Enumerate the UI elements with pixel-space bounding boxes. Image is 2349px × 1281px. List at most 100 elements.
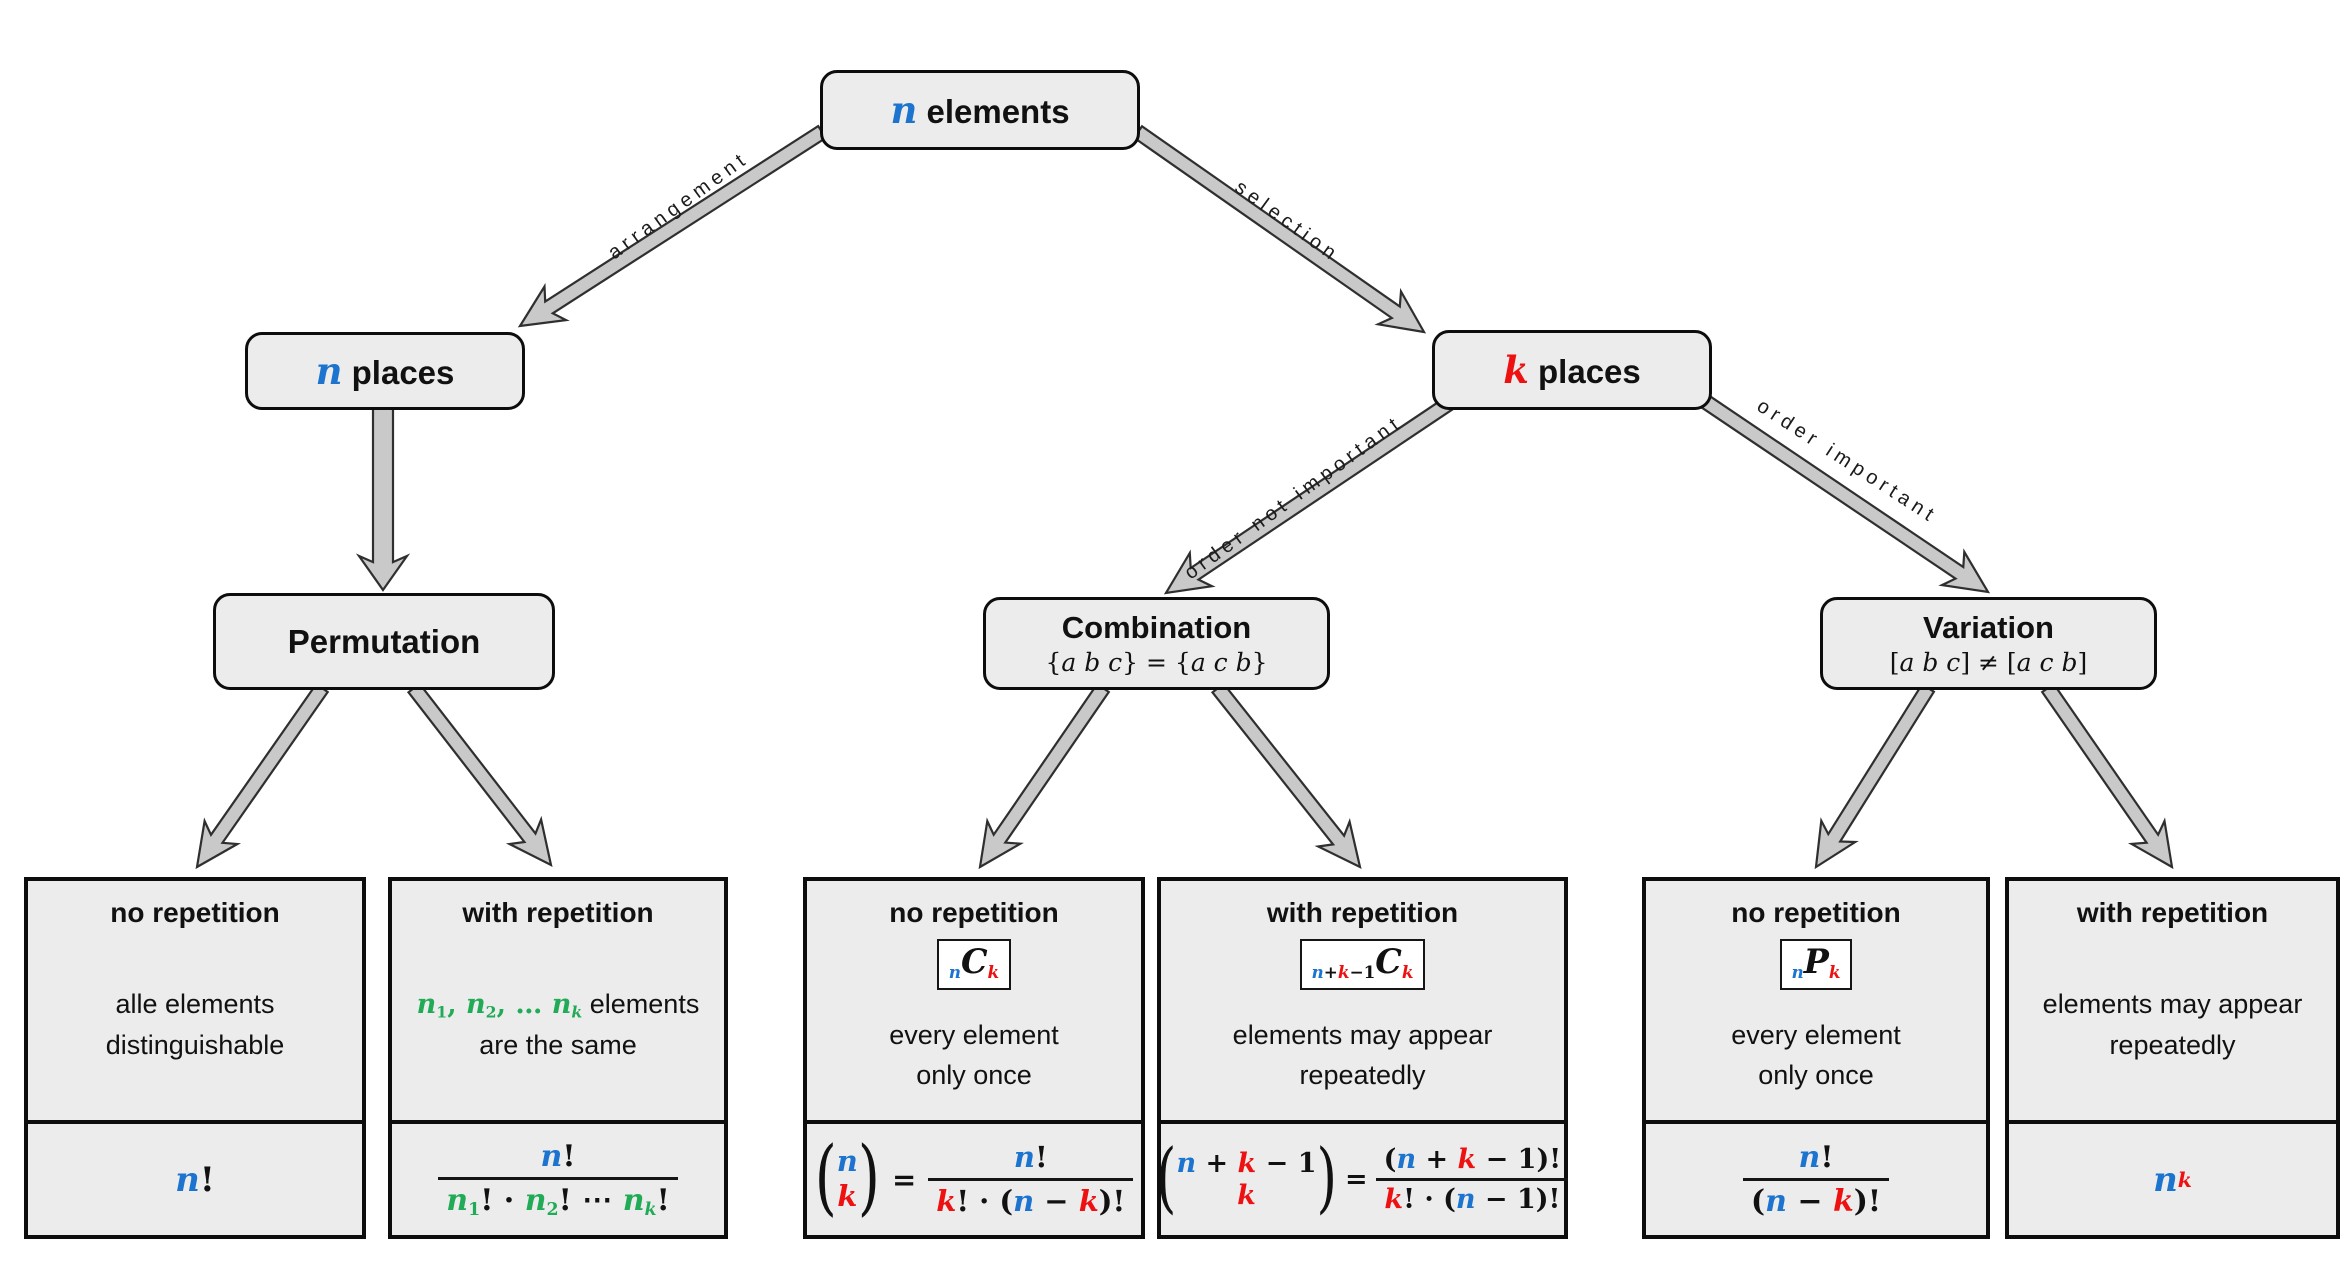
numerator: n! bbox=[1013, 1140, 1048, 1174]
leaf-heading: with repetition bbox=[1266, 897, 1459, 928]
binomial-coefficient: ( n + k − 1 k ) bbox=[1156, 1140, 1337, 1216]
leaf-combination-with-repetition: with repetition n+k−1Ck elements may app… bbox=[1156, 877, 1569, 1239]
desc-line: only once bbox=[916, 1060, 1032, 1091]
formula-n-factorial: n! bbox=[175, 1159, 215, 1200]
desc-line: elements may appear bbox=[2042, 989, 2303, 1019]
leaf-description: elements may appear repeatedly bbox=[1233, 1015, 1493, 1096]
leaf-heading: no repetition bbox=[110, 897, 280, 928]
leaf-combination-no-repetition: no repetition nCk every element only onc… bbox=[803, 877, 1145, 1239]
denominator: n1! · n2! ⋯ nk! bbox=[438, 1176, 678, 1220]
arrow-combination-to-with-repetition bbox=[1210, 682, 1362, 870]
desc-line: alle elements bbox=[115, 989, 275, 1019]
desc-line: only once bbox=[1758, 1060, 1874, 1091]
node-permutation-label: Permutation bbox=[287, 622, 481, 660]
binomial-stack: n + k − 1 k bbox=[1176, 1148, 1316, 1210]
leaf-formula-section: n! bbox=[28, 1124, 362, 1235]
arrow-n-places-to-permutation bbox=[355, 406, 411, 592]
binomial-top: n + k − 1 bbox=[1176, 1148, 1317, 1180]
node-combination: Combination {a b c} = {a c b} bbox=[983, 597, 1330, 690]
denominator: k! · (n − k)! bbox=[928, 1178, 1134, 1219]
arrow-variation-to-no-repetition bbox=[1814, 682, 1936, 870]
desc-line: repeatedly bbox=[2109, 1029, 2236, 1060]
formula-partial-permutation: n! (n − k)! bbox=[1742, 1140, 1890, 1219]
leaf-description-section: with repetition elements may appear repe… bbox=[2009, 881, 2336, 1124]
node-permutation: Permutation bbox=[213, 593, 555, 690]
leaf-description-section: with repetition n+k−1Ck elements may app… bbox=[1161, 881, 1564, 1124]
desc-line: are the same bbox=[479, 1030, 637, 1060]
desc-line: every element bbox=[1731, 1019, 1901, 1050]
leaf-description-section: with repetition n1, n2, … nk elements ar… bbox=[392, 881, 724, 1124]
node-variation: Variation [a b c] ≠ [a c b] bbox=[1820, 597, 2157, 690]
formula-binomial: ( n k ) = n! k! · (n − k)! bbox=[815, 1138, 1134, 1219]
arrow-combination-to-no-repetition bbox=[978, 682, 1111, 870]
formula-multinomial: n! n1! · n2! ⋯ nk! bbox=[438, 1138, 678, 1220]
numerator: n! bbox=[540, 1138, 576, 1174]
equals-sign: = bbox=[1345, 1164, 1368, 1195]
formula-binomial-repetition: ( n + k − 1 k ) = (n + k − 1)! k! · (n −… bbox=[1156, 1140, 1569, 1216]
leaf-description-section: no repetition alle elements distinguisha… bbox=[28, 881, 362, 1124]
leaf-variation-no-repetition: no repetition nPk every element only onc… bbox=[1642, 877, 1990, 1239]
arrow-arrangement bbox=[517, 124, 828, 328]
binomial-bottom: k bbox=[1237, 1179, 1256, 1211]
fraction: n! (n − k)! bbox=[1742, 1140, 1890, 1219]
node-k-places: k places bbox=[1432, 330, 1712, 410]
node-n-places-label: n places bbox=[315, 349, 455, 393]
denominator: k! · (n − 1)! bbox=[1376, 1178, 1569, 1215]
node-n-elements-label: n elements bbox=[890, 88, 1070, 132]
desc-line: n1, n2, … nk elements bbox=[416, 988, 700, 1022]
node-combination-label: Combination bbox=[1061, 609, 1252, 645]
leaf-heading: with repetition bbox=[462, 897, 654, 928]
desc-line: distinguishable bbox=[105, 1029, 285, 1060]
leaf-formula-section: ( n + k − 1 k ) = (n + k − 1)! k! · (n −… bbox=[1156, 1124, 1569, 1235]
fraction: (n + k − 1)! k! · (n − 1)! bbox=[1376, 1144, 1569, 1215]
node-combination-subtitle: {a b c} = {a c b} bbox=[1045, 647, 1268, 677]
leaf-permutation-with-repetition: with repetition n1, n2, … nk elements ar… bbox=[388, 877, 728, 1239]
leaf-heading: with repetition bbox=[2076, 897, 2269, 928]
denominator: (n − k)! bbox=[1742, 1178, 1890, 1219]
node-n-elements: n elements bbox=[820, 70, 1140, 150]
right-paren: ) bbox=[857, 1131, 880, 1226]
leaf-description: every element only once bbox=[1731, 1015, 1901, 1096]
leaf-heading: no repetition bbox=[889, 897, 1059, 928]
desc-line: repeatedly bbox=[1299, 1060, 1426, 1091]
node-variation-label: Variation bbox=[1923, 609, 2054, 645]
fraction: n! n1! · n2! ⋯ nk! bbox=[438, 1138, 678, 1220]
symbol-nCk: nCk bbox=[936, 939, 1012, 991]
left-paren: ( bbox=[814, 1131, 837, 1226]
arrow-permutation-to-with-repetition bbox=[406, 682, 553, 868]
leaf-description: every element only once bbox=[889, 1015, 1059, 1096]
leaf-heading: no repetition bbox=[1731, 897, 1901, 928]
symbol-n-plus-k-minus-1-Ck: n+k−1Ck bbox=[1299, 939, 1426, 991]
fraction: n! k! · (n − k)! bbox=[928, 1140, 1134, 1219]
binomial-top: n bbox=[836, 1144, 858, 1179]
leaf-description: n1, n2, … nk elements are the same bbox=[417, 984, 700, 1066]
node-variation-subtitle: [a b c] ≠ [a c b] bbox=[1889, 647, 2088, 677]
desc-line: every element bbox=[889, 1019, 1059, 1050]
arrow-permutation-to-no-repetition bbox=[195, 682, 330, 870]
node-n-places: n places bbox=[245, 332, 525, 410]
numerator: n! bbox=[1798, 1140, 1834, 1175]
leaf-description-section: no repetition nCk every element only onc… bbox=[807, 881, 1141, 1124]
leaf-formula-section: n! (n − k)! bbox=[1646, 1124, 1986, 1235]
leaf-description-section: no repetition nPk every element only onc… bbox=[1646, 881, 1986, 1124]
leaf-description: alle elements distinguishable bbox=[106, 984, 285, 1065]
leaf-description: elements may appear repeatedly bbox=[2043, 984, 2303, 1065]
leaf-variation-with-repetition: with repetition elements may appear repe… bbox=[2005, 877, 2340, 1239]
arrow-selection bbox=[1132, 124, 1427, 334]
equals-sign: = bbox=[891, 1162, 917, 1197]
leaf-permutation-no-repetition: no repetition alle elements distinguisha… bbox=[24, 877, 366, 1239]
binomial-stack: n k bbox=[836, 1144, 858, 1214]
symbol-nPk: nPk bbox=[1779, 939, 1853, 991]
binomial-coefficient: ( n k ) bbox=[815, 1138, 880, 1219]
arrow-order-not-important bbox=[1163, 396, 1454, 595]
arrow-variation-to-with-repetition bbox=[2040, 682, 2174, 870]
numerator: (n + k − 1)! bbox=[1383, 1144, 1562, 1175]
node-k-places-label: k places bbox=[1503, 348, 1641, 392]
desc-line: elements may appear bbox=[1232, 1019, 1493, 1050]
arrow-order-important bbox=[1700, 394, 1991, 594]
leaf-formula-section: n! n1! · n2! ⋯ nk! bbox=[392, 1124, 724, 1235]
binomial-bottom: k bbox=[837, 1178, 858, 1213]
right-paren: ) bbox=[1316, 1134, 1338, 1223]
